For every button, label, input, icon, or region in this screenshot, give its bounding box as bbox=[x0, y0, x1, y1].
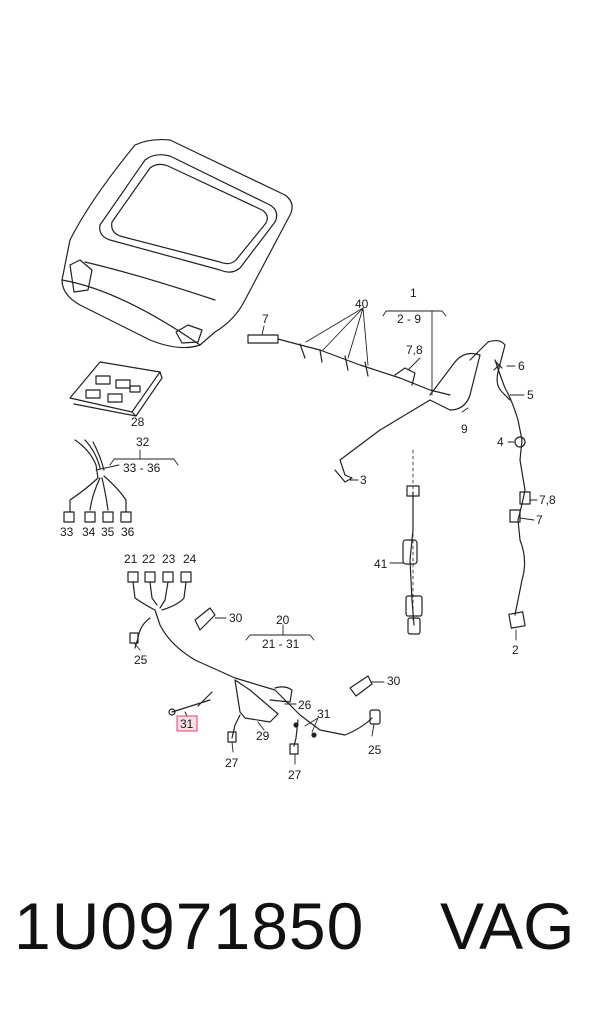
label-7-right: 7 bbox=[536, 513, 543, 527]
harness-41-drawing bbox=[402, 449, 423, 635]
label-33: 33 bbox=[60, 525, 74, 539]
upper-harness-drawing bbox=[247, 334, 511, 483]
right-harness-drawing bbox=[493, 359, 531, 629]
label-9: 9 bbox=[461, 422, 468, 436]
label-6: 6 bbox=[518, 359, 525, 373]
label-2-9-top: 2 - 9 bbox=[397, 312, 421, 326]
label-27-right: 27 bbox=[288, 768, 302, 782]
label-27-left: 27 bbox=[225, 756, 239, 770]
lower-harness-drawing bbox=[127, 571, 381, 755]
label-40: 40 bbox=[355, 297, 369, 311]
label-1: 1 bbox=[410, 286, 417, 300]
label-20: 20 bbox=[276, 613, 290, 627]
label-23: 23 bbox=[162, 552, 176, 566]
label-29: 29 bbox=[256, 729, 270, 743]
label-32: 32 bbox=[136, 435, 150, 449]
label-7-8-right: 7,8 bbox=[539, 493, 556, 507]
label-7-8-top: 7,8 bbox=[406, 343, 423, 357]
label-24: 24 bbox=[183, 552, 197, 566]
label-7-top: 7 bbox=[262, 312, 269, 326]
label-4: 4 bbox=[497, 435, 504, 449]
label-25-right: 25 bbox=[368, 743, 382, 757]
part-number: 1U0971850 bbox=[14, 889, 365, 963]
harness-32-drawing bbox=[63, 439, 132, 523]
label-36: 36 bbox=[121, 525, 135, 539]
parts-diagram: 7 40 1 2 - 9 7,8 6 5 9 4 3 7,8 7 41 2 28… bbox=[60, 138, 556, 782]
label-31-highlighted: 31 bbox=[180, 717, 194, 731]
label-5: 5 bbox=[527, 388, 534, 402]
label-22: 22 bbox=[142, 552, 156, 566]
tailgate-drawing bbox=[61, 138, 293, 349]
label-34: 34 bbox=[82, 525, 96, 539]
label-28: 28 bbox=[131, 415, 145, 429]
callout-labels: 7 40 1 2 - 9 7,8 6 5 9 4 3 7,8 7 41 2 28… bbox=[60, 286, 556, 782]
label-2: 2 bbox=[512, 643, 519, 657]
brand-name: VAG bbox=[440, 889, 575, 963]
label-30-left: 30 bbox=[229, 611, 243, 625]
plate-28-drawing bbox=[69, 361, 163, 417]
label-41: 41 bbox=[374, 557, 388, 571]
leader-lines bbox=[95, 307, 538, 765]
label-21: 21 bbox=[124, 552, 138, 566]
highlight-box bbox=[176, 715, 198, 732]
label-25-left: 25 bbox=[134, 653, 148, 667]
label-31: 31 bbox=[317, 707, 331, 721]
label-33-36: 33 - 36 bbox=[123, 461, 161, 475]
label-21-31: 21 - 31 bbox=[262, 637, 300, 651]
label-3: 3 bbox=[360, 473, 367, 487]
label-35: 35 bbox=[101, 525, 115, 539]
label-30-right: 30 bbox=[387, 674, 401, 688]
label-26: 26 bbox=[298, 698, 312, 712]
